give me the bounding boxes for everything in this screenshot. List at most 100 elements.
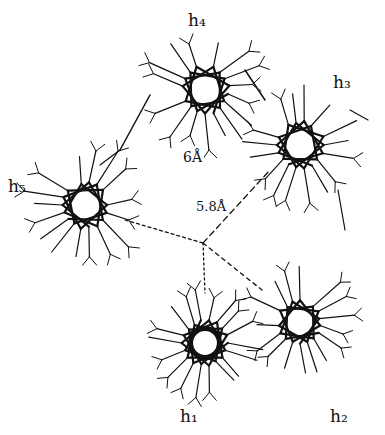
side-chain xyxy=(39,173,68,191)
side-chain xyxy=(216,361,234,380)
side-chain xyxy=(129,216,139,220)
side-chain xyxy=(52,223,75,252)
side-chain xyxy=(213,43,218,67)
side-chain xyxy=(340,272,342,282)
side-chain xyxy=(354,153,363,159)
side-chain xyxy=(247,288,251,297)
side-chain xyxy=(235,290,236,301)
backbone xyxy=(189,73,192,107)
side-chain xyxy=(254,130,279,137)
distance-label: 6Å xyxy=(181,150,204,164)
backbone xyxy=(81,184,107,205)
side-chain xyxy=(83,257,90,266)
side-chain xyxy=(285,271,293,302)
side-chain xyxy=(341,348,344,358)
side-chain xyxy=(88,227,90,257)
side-chain xyxy=(346,297,356,299)
side-chain xyxy=(208,366,210,393)
side-chain xyxy=(266,159,284,179)
side-chain xyxy=(147,329,157,334)
side-chain xyxy=(145,53,150,63)
side-chain xyxy=(209,288,214,297)
backbone xyxy=(65,184,82,212)
helix-label: h₄ xyxy=(188,12,206,29)
side-chain xyxy=(293,94,297,123)
side-chain xyxy=(300,344,306,373)
side-chain xyxy=(307,342,317,372)
distance-line xyxy=(203,243,262,290)
side-chain xyxy=(155,101,186,113)
side-chain xyxy=(317,159,335,181)
distance-line xyxy=(203,243,205,293)
side-chain xyxy=(255,351,257,361)
side-chain xyxy=(244,130,254,135)
side-chain xyxy=(170,137,171,148)
side-chain xyxy=(170,106,192,137)
side-chain xyxy=(209,392,216,400)
side-chain xyxy=(190,111,197,136)
side-chain xyxy=(249,103,254,113)
side-chain xyxy=(354,308,361,315)
side-chain xyxy=(89,151,96,182)
side-chain xyxy=(258,356,268,358)
side-chain xyxy=(132,199,142,204)
backbone xyxy=(191,73,225,79)
side-chain xyxy=(323,121,356,137)
side-chain xyxy=(319,315,354,318)
side-chain xyxy=(108,254,111,265)
bond-line xyxy=(350,110,368,120)
helix-axis xyxy=(191,329,220,358)
side-chain xyxy=(311,105,330,126)
side-chain xyxy=(89,257,96,265)
side-chain xyxy=(159,137,170,140)
side-chain xyxy=(275,281,287,307)
side-chain xyxy=(285,262,289,271)
side-chain xyxy=(276,200,285,206)
side-chain xyxy=(238,301,240,312)
side-chain xyxy=(145,110,155,113)
distance-label: 5.8Å xyxy=(194,200,228,213)
side-chain xyxy=(149,64,154,74)
side-chain xyxy=(187,283,195,290)
side-chain xyxy=(257,333,280,351)
side-chain xyxy=(281,89,285,99)
side-chain xyxy=(241,297,251,300)
side-chain xyxy=(343,334,348,343)
side-chain xyxy=(225,350,257,360)
side-chain xyxy=(343,331,353,334)
side-chain xyxy=(154,74,183,86)
backbone xyxy=(191,101,224,106)
side-chain xyxy=(189,44,197,67)
side-chain xyxy=(313,282,341,306)
side-chain xyxy=(274,164,289,195)
side-chain xyxy=(181,136,190,142)
side-chain xyxy=(29,223,35,233)
side-chain xyxy=(186,287,190,297)
bond-line xyxy=(100,150,120,165)
side-chain xyxy=(264,196,274,200)
side-chain xyxy=(196,398,201,407)
side-chain xyxy=(107,213,129,220)
side-chain xyxy=(222,311,238,329)
side-chain xyxy=(117,140,118,151)
side-chain xyxy=(220,108,242,139)
side-chain xyxy=(286,200,290,210)
side-chain xyxy=(91,141,96,151)
side-chain xyxy=(214,113,226,135)
side-chain xyxy=(209,150,217,158)
bond-line xyxy=(245,70,265,100)
side-chain xyxy=(209,298,214,321)
side-chain xyxy=(238,310,249,311)
backbone xyxy=(280,302,292,334)
side-chain xyxy=(96,144,105,151)
side-chain xyxy=(190,136,194,146)
side-chain xyxy=(225,66,260,79)
side-chain xyxy=(157,360,162,369)
side-chain xyxy=(314,338,327,360)
side-chain xyxy=(259,56,264,65)
side-chain xyxy=(253,312,257,322)
side-chain xyxy=(310,203,318,210)
side-chain xyxy=(171,44,191,73)
side-chain xyxy=(250,153,278,157)
side-chain xyxy=(128,247,139,248)
